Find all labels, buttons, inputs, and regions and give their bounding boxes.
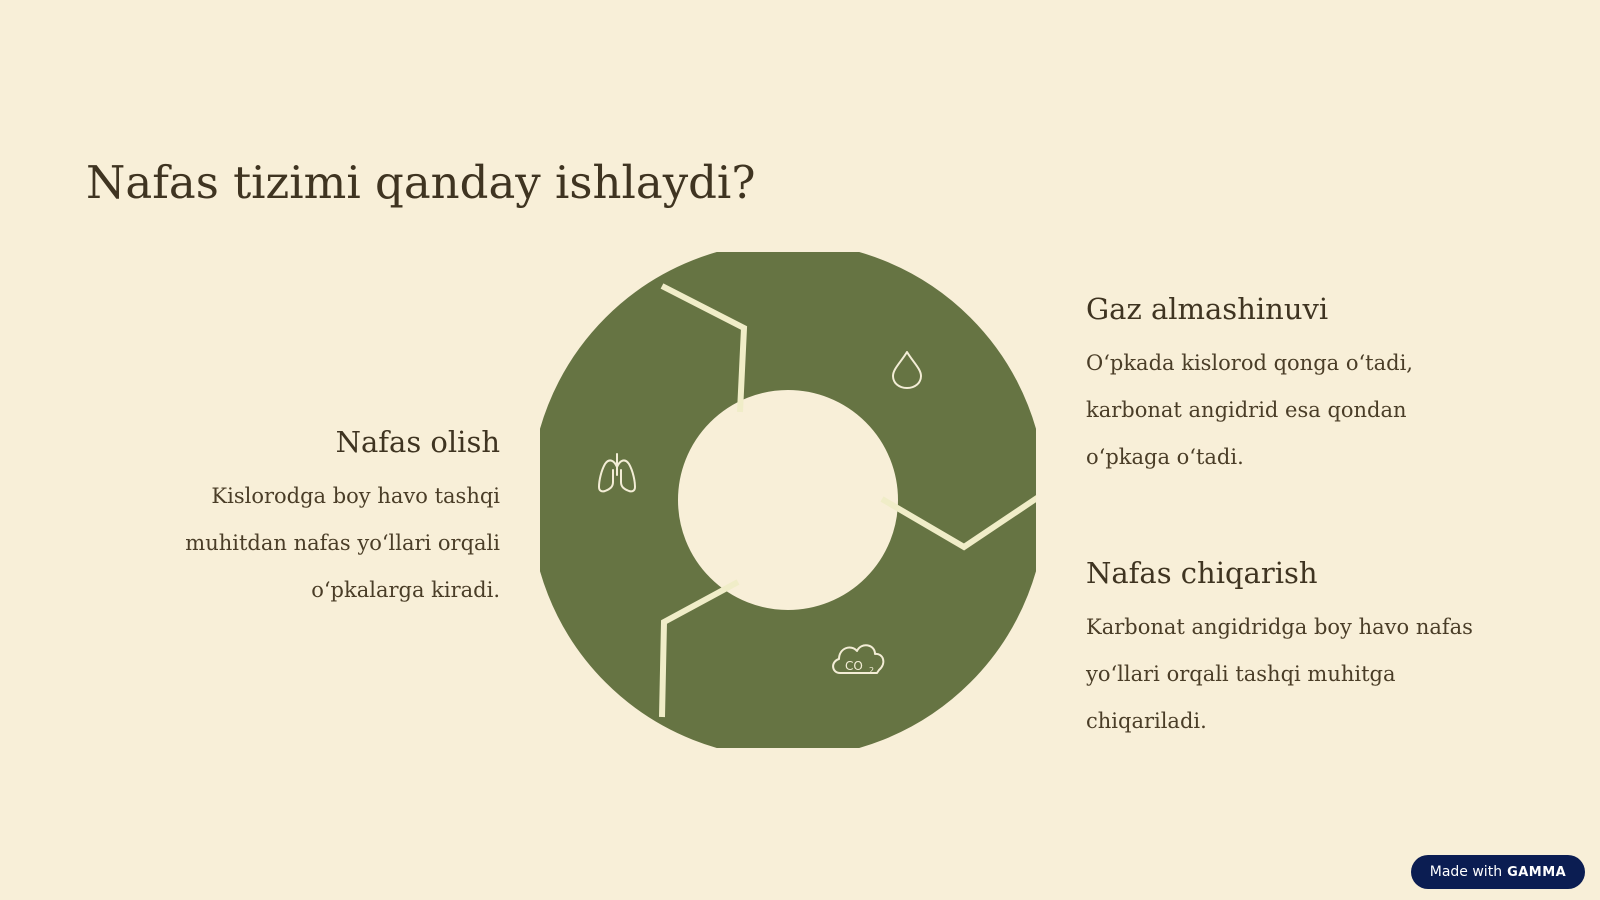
badge-prefix: Made with: [1429, 864, 1503, 880]
lungs-icon: [598, 453, 636, 493]
step-description: O‘pkada kislorod qonga o‘tadi, karbonat …: [1086, 350, 1413, 469]
cycle-ring: [540, 252, 1036, 748]
step-description: Karbonat angidridga boy havo nafas yo‘ll…: [1086, 614, 1473, 733]
cycle-divider-right: [880, 495, 1036, 551]
co2-icon-label: CO: [845, 659, 863, 673]
made-with-gamma-badge[interactable]: Made with GAMMA: [1411, 855, 1585, 889]
step-breathing-out: Nafas chiqarish Karbonat angidridga boy …: [1086, 556, 1516, 745]
co2-icon-subscript: 2: [869, 666, 874, 675]
slide-title: Nafas tizimi qanday ishlaydi?: [86, 156, 756, 209]
step-breathing-in: Nafas olish Kislorodga boy havo tashqi m…: [120, 425, 500, 614]
co2-cloud-icon: CO 2: [832, 644, 885, 675]
cycle-divider-top: [660, 283, 748, 413]
gamma-logo: GAMMA: [1507, 864, 1567, 880]
process-cycle-diagram: CO 2: [540, 252, 1036, 748]
step-heading: Nafas chiqarish: [1086, 556, 1318, 590]
droplet-icon: [892, 351, 922, 389]
step-gas-exchange: Gaz almashinuvi O‘pkada kislorod qonga o…: [1086, 292, 1486, 481]
cycle-divider-left: [659, 579, 740, 718]
step-heading: Nafas olish: [335, 425, 500, 459]
step-description: Kislorodga boy havo tashqi muhitdan nafa…: [185, 483, 500, 602]
step-heading: Gaz almashinuvi: [1086, 292, 1329, 326]
